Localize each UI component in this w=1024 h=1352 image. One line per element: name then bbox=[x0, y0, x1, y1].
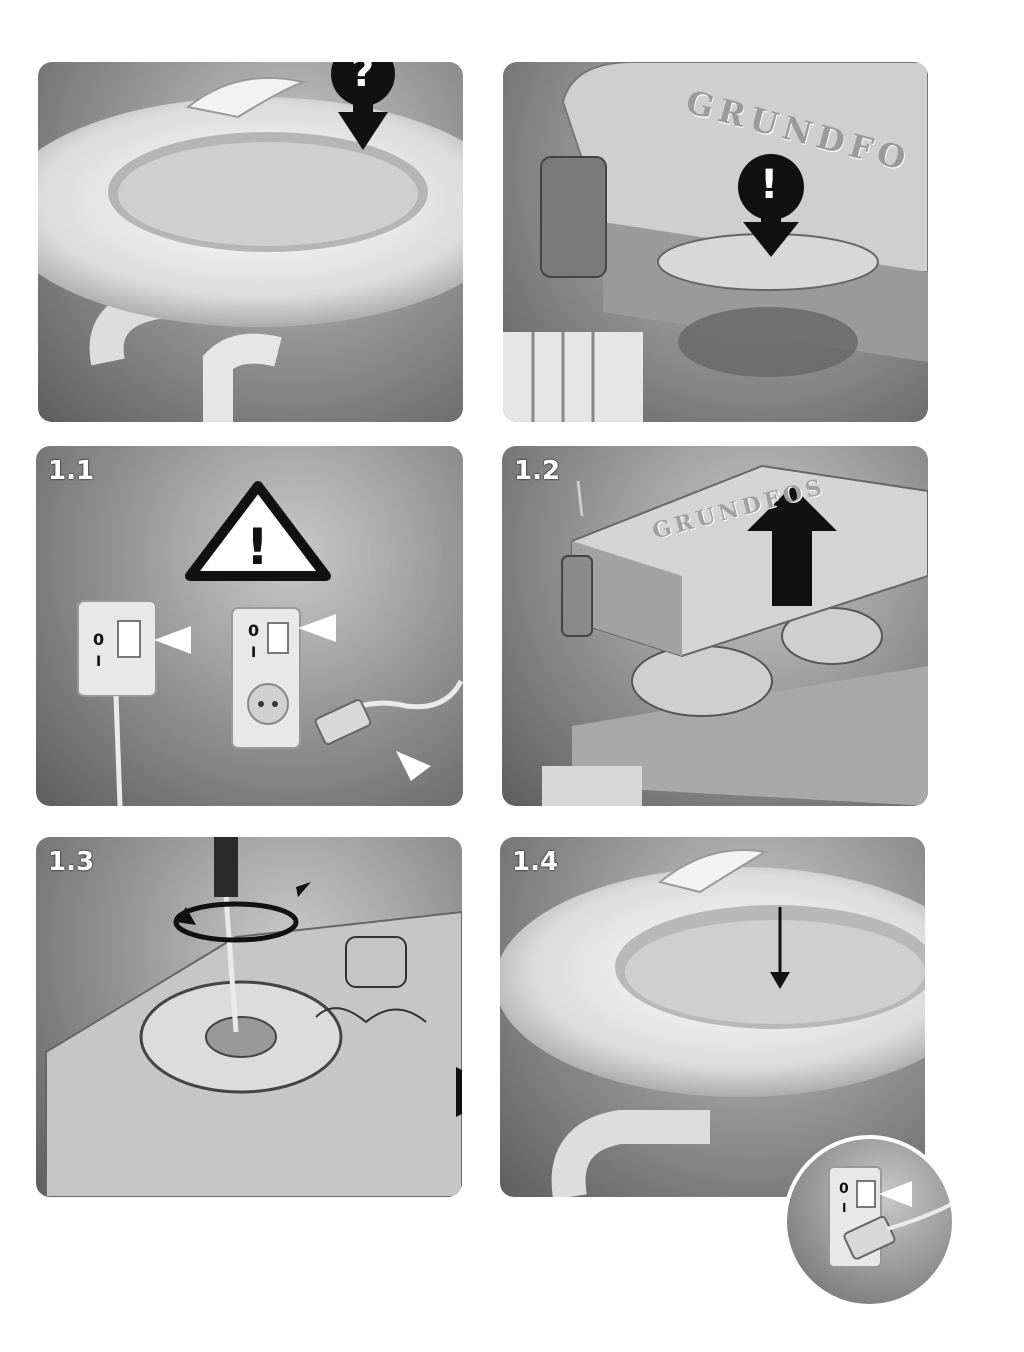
panel-step-1-1: 1.1 ! 0 I 0 I bbox=[36, 446, 463, 806]
step-label: 1.1 bbox=[48, 456, 95, 486]
switch-off-illustration bbox=[77, 481, 463, 806]
switch-on-mark-2: 0 bbox=[248, 621, 260, 640]
panel-pump-exclamation: GRUNDFO ! bbox=[503, 62, 928, 422]
switch-off-mark-2: I bbox=[251, 645, 257, 661]
lid-removal-illustration bbox=[542, 464, 928, 806]
exclamation-icon: ! bbox=[760, 162, 779, 208]
switch-on-mark: 0 bbox=[93, 630, 105, 649]
panel-step-1-3: 1.3 bbox=[36, 837, 462, 1197]
switch-off-mark: I bbox=[96, 654, 102, 670]
switch-on-mark: 0 bbox=[839, 1181, 849, 1197]
step-label: 1.3 bbox=[48, 847, 95, 877]
sink-illustration bbox=[38, 76, 463, 422]
screwdriver-illustration bbox=[45, 837, 462, 1197]
panel-step-1-2: 1.2 GRUNDFOS bbox=[502, 446, 928, 806]
pump-illustration bbox=[503, 62, 928, 422]
step-label: 1.4 bbox=[512, 847, 559, 877]
warning-icon: ! bbox=[246, 518, 269, 576]
sink-restore-illustration bbox=[500, 849, 925, 1197]
panel-sink-question: ? bbox=[38, 62, 463, 422]
switch-off-mark: I bbox=[842, 1201, 847, 1215]
inset-plug-circle: 0 I bbox=[783, 1135, 956, 1308]
step-label: 1.2 bbox=[514, 456, 561, 486]
